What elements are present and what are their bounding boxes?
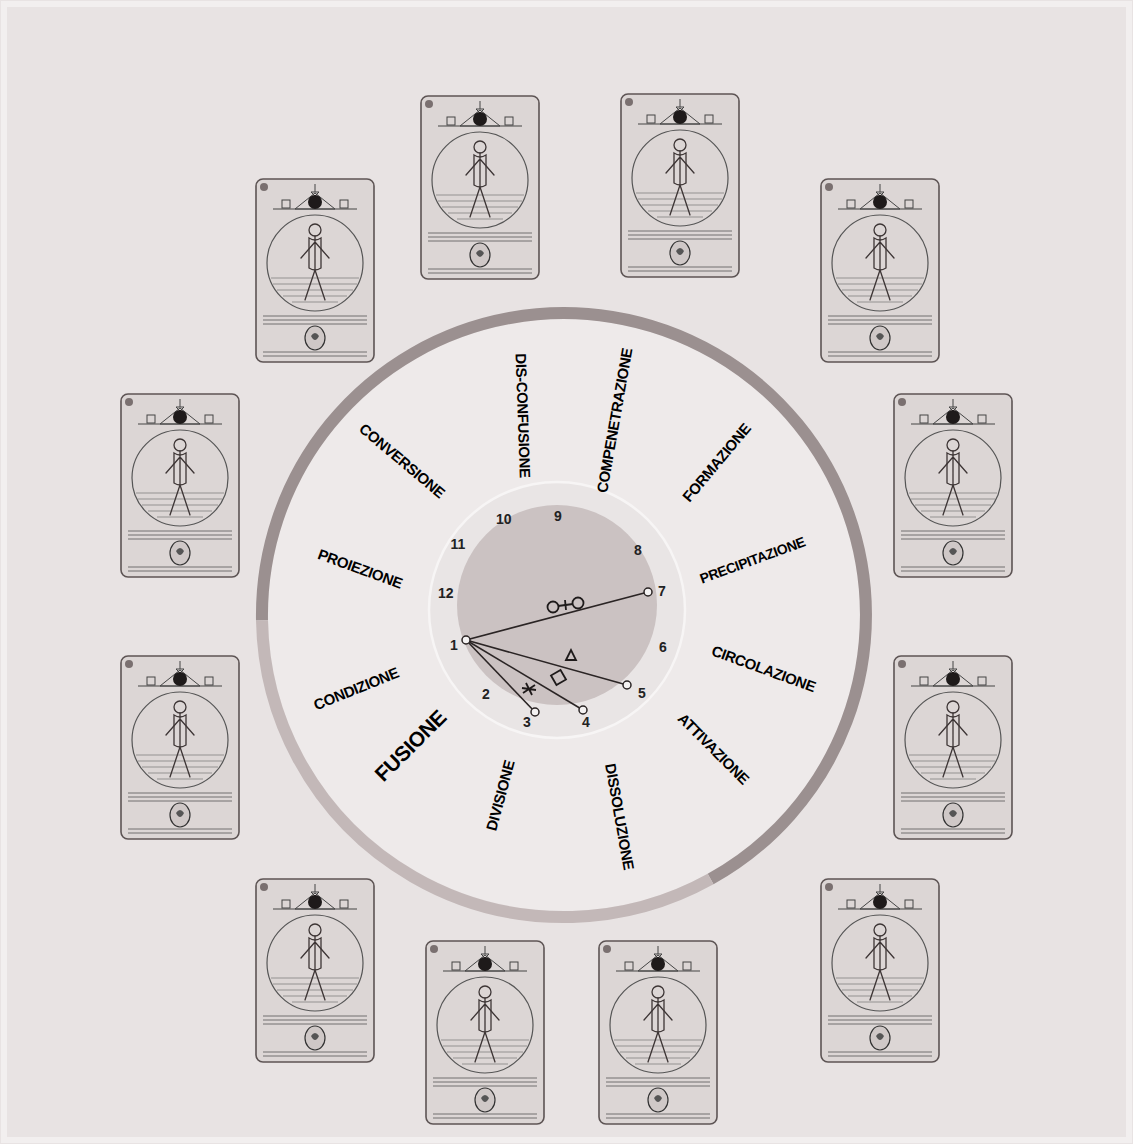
process-label: CONDIZIONE [311, 664, 400, 712]
page-frame [4, 4, 1129, 1140]
card [421, 96, 539, 279]
process-label: CONVERSIONE [357, 420, 448, 500]
opposition-symbol [548, 598, 584, 613]
card [256, 879, 374, 1062]
ring-arc-dark [262, 313, 866, 879]
aspect-symbols [522, 598, 584, 696]
process-label: PRECIPITAZIONE [697, 534, 806, 585]
sextile-symbol [522, 683, 536, 695]
house-number: 10 [496, 512, 512, 526]
process-label: FUSIONE [370, 706, 449, 785]
house-number: 11 [451, 537, 466, 551]
inner-disk [457, 505, 657, 705]
process-label: CIRCOLAZIONE [709, 642, 817, 694]
house-number: 4 [582, 715, 590, 729]
card [894, 394, 1012, 577]
tarot-cards [121, 94, 1012, 1124]
house-number: 1 [450, 638, 458, 652]
card [426, 941, 544, 1124]
aspect-line [466, 640, 535, 712]
process-label: DIS-CONFUSIONE [514, 353, 533, 478]
aspect-line [466, 592, 648, 640]
aspect-line [466, 640, 583, 710]
aspect-lines [466, 592, 648, 712]
card [599, 941, 717, 1124]
process-label: FORMAZIONE [679, 420, 753, 504]
house-number: 2 [482, 687, 490, 701]
card [621, 94, 739, 277]
planet-point [531, 708, 539, 716]
planet-point [579, 706, 587, 714]
process-label: PROIEZIONE [316, 546, 404, 590]
house-number: 6 [659, 640, 667, 654]
process-label: COMPENETRAZIONE [594, 347, 634, 494]
square-symbol [551, 670, 566, 685]
trine-symbol [566, 650, 576, 660]
house-number: 8 [634, 543, 642, 557]
card [821, 879, 939, 1062]
planet-point [644, 588, 652, 596]
card [121, 394, 239, 577]
house-circle [429, 482, 685, 738]
house-number: 9 [554, 509, 562, 523]
process-label: ATTIVAZIONE [675, 710, 752, 787]
process-label: DISSOLUZIONE [603, 762, 636, 871]
process-label: DIVISIONE [484, 758, 517, 832]
house-number: 3 [523, 715, 531, 729]
card [821, 179, 939, 362]
aspect-line [466, 640, 627, 685]
planet-point [462, 636, 470, 644]
house-number: 5 [638, 686, 646, 700]
wheel-face [268, 319, 860, 911]
house-number: 7 [658, 584, 666, 598]
card [121, 656, 239, 839]
card [256, 179, 374, 362]
house-number: 12 [438, 586, 454, 600]
planet-point [623, 681, 631, 689]
card [894, 656, 1012, 839]
planet-points [462, 588, 652, 716]
